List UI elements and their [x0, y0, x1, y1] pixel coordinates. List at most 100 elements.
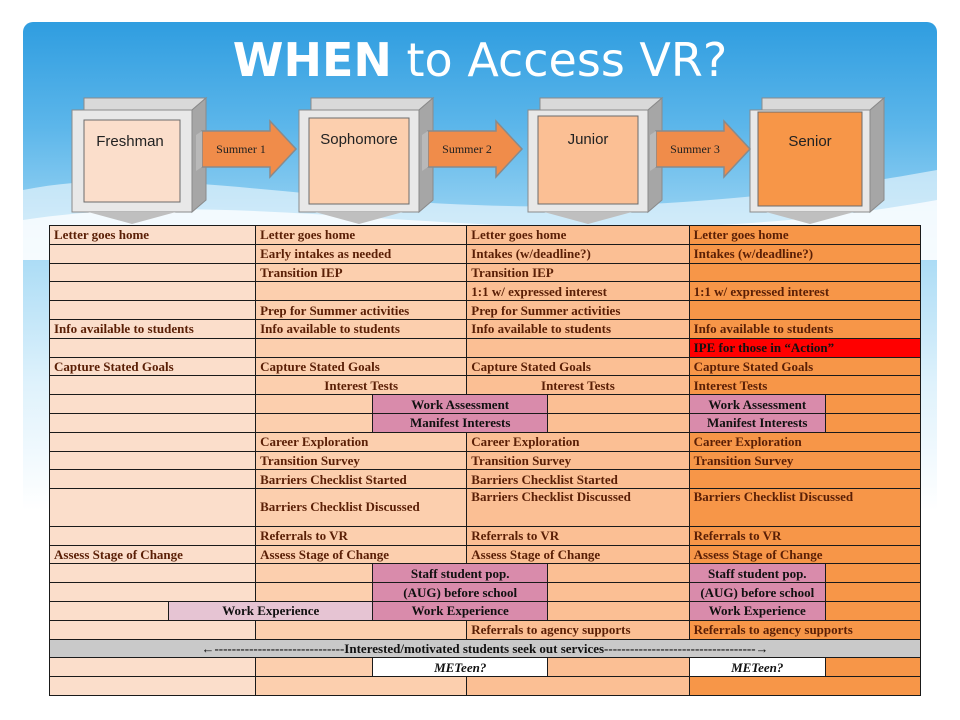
table-cell: Capture Stated Goals [255, 356, 468, 377]
table-cell: Referrals to VR [255, 525, 468, 546]
table-cell: Capture Stated Goals [688, 356, 922, 377]
table-cell: Transition Survey [688, 450, 922, 471]
table-cell: Assess Stage of Change [255, 544, 468, 565]
staff-student-cell: (AUG) before school [688, 582, 826, 602]
work-experience-cell: Work Experience [688, 600, 826, 621]
table-cell: Early intakes as needed [255, 243, 468, 264]
table-cell: Transition Survey [466, 450, 690, 471]
table-cell [48, 431, 257, 452]
summer-1-arrow: Summer 1 [196, 117, 300, 181]
arrow-right-icon [422, 119, 524, 179]
grade-freshman-box: Freshman [70, 96, 210, 224]
staff-student-cell: Staff student pop. [688, 563, 826, 584]
table-cell [547, 600, 690, 621]
table-cell [48, 394, 257, 414]
table-row: Interest Tests Interest Tests Interest T… [48, 375, 922, 396]
table-row: METeen? METeen? [48, 657, 922, 678]
table-cell: Letter goes home [255, 225, 468, 245]
table-cell: Transition IEP [466, 262, 690, 283]
table-cell [255, 563, 374, 584]
table-cell [547, 563, 690, 584]
table-cell: Info available to students [688, 318, 922, 339]
table-cell [48, 450, 257, 471]
table-row: Capture Stated Goals Capture Stated Goal… [48, 356, 922, 377]
table-cell: Intakes (w/deadline?) [688, 243, 922, 264]
title-rest: to Access VR? [391, 33, 728, 87]
table-row: Letter goes home Letter goes home Letter… [48, 225, 922, 245]
table-cell [48, 337, 257, 358]
table-cell [48, 281, 257, 302]
table-cell [48, 262, 257, 283]
summer-2-arrow: Summer 2 [422, 117, 526, 181]
table-row: Staff student pop. Staff student pop. [48, 563, 922, 584]
table-cell: Interest Tests [466, 375, 690, 396]
table-cell: Assess Stage of Change [466, 544, 690, 565]
table-row: Career Exploration Career Exploration Ca… [48, 431, 922, 452]
table-cell: Career Exploration [688, 431, 922, 452]
table-row: Work Assessment Work Assessment [48, 394, 922, 414]
table-row: Referrals to VR Referrals to VR Referral… [48, 525, 922, 546]
table-row: Info available to students Info availabl… [48, 318, 922, 339]
table-cell [48, 243, 257, 264]
table-row: IPE for those in “Action” [48, 337, 922, 358]
table-row: Prep for Summer activities Prep for Summ… [48, 300, 922, 320]
table-cell: Barriers Checklist Started [255, 469, 468, 490]
sophomore-cube-shape [298, 96, 435, 224]
table-cell [255, 582, 374, 602]
table-cell: Letter goes home [688, 225, 922, 245]
title-bold-word: WHEN [232, 33, 392, 87]
table-cell [466, 676, 690, 696]
table-cell [255, 676, 468, 696]
summer-label: Summer 3 [670, 141, 720, 156]
table-row: ←------------------------------Intereste… [49, 638, 921, 659]
work-experience-cell: Work Experience [168, 600, 374, 621]
table-cell: Career Exploration [255, 431, 468, 452]
table-row: Transition IEP Transition IEP [48, 262, 922, 283]
table-cell: Barriers Checklist Discussed [255, 488, 468, 527]
table-cell: Letter goes home [48, 225, 257, 245]
table-row: Referrals to agency supports Referrals t… [48, 619, 922, 640]
table-cell: Info available to students [48, 318, 257, 339]
staff-student-cell: (AUG) before school [372, 582, 549, 602]
table-cell: Interest Tests [255, 375, 468, 396]
table-cell: Interest Tests [688, 375, 922, 396]
grade-sophomore-box: Sophomore [297, 96, 437, 224]
table-cell: Intakes (w/deadline?) [466, 243, 690, 264]
table-cell [255, 412, 374, 433]
table-row: Barriers Checklist Discussed Barriers Ch… [48, 488, 922, 527]
table-cell [48, 582, 257, 602]
meteen-cell: METeen? [688, 657, 826, 678]
manifest-interests-cell: Manifest Interests [372, 412, 549, 433]
table-cell: Barriers Checklist Discussed [466, 488, 690, 527]
table-cell: 1:1 w/ expressed interest [688, 281, 922, 302]
table-cell [255, 657, 374, 678]
table-row: Work Experience Work Experience Work Exp… [48, 600, 922, 621]
summer-label: Summer 2 [442, 141, 492, 156]
freshman-cube-shape [71, 96, 208, 224]
table-cell: Career Exploration [466, 431, 690, 452]
summer-3-arrow: Summer 3 [650, 117, 754, 181]
table-cell [824, 394, 922, 414]
table-row: Barriers Checklist Started Barriers Chec… [48, 469, 922, 490]
table-cell [466, 337, 690, 358]
table-cell: Prep for Summer activities [466, 300, 690, 320]
table-cell: Referrals to agency supports [466, 619, 690, 640]
arrow-right-icon [650, 119, 752, 179]
table-cell [824, 582, 922, 602]
table-cell: Referrals to VR [466, 525, 690, 546]
table-cell [48, 676, 257, 696]
table-cell [48, 300, 257, 320]
work-assessment-cell: Work Assessment [688, 394, 826, 414]
table-cell: Transition Survey [255, 450, 468, 471]
table-cell [824, 657, 922, 678]
table-cell: Letter goes home [466, 225, 690, 245]
table-row [48, 676, 922, 696]
table-cell: 1:1 w/ expressed interest [466, 281, 690, 302]
table-cell: Info available to students [466, 318, 690, 339]
interested-students-banner: ←------------------------------Intereste… [49, 638, 921, 659]
table-cell [824, 412, 922, 433]
table-row: Assess Stage of Change Assess Stage of C… [48, 544, 922, 565]
table-cell [48, 488, 257, 527]
table-cell [688, 262, 922, 283]
table-cell [688, 300, 922, 320]
